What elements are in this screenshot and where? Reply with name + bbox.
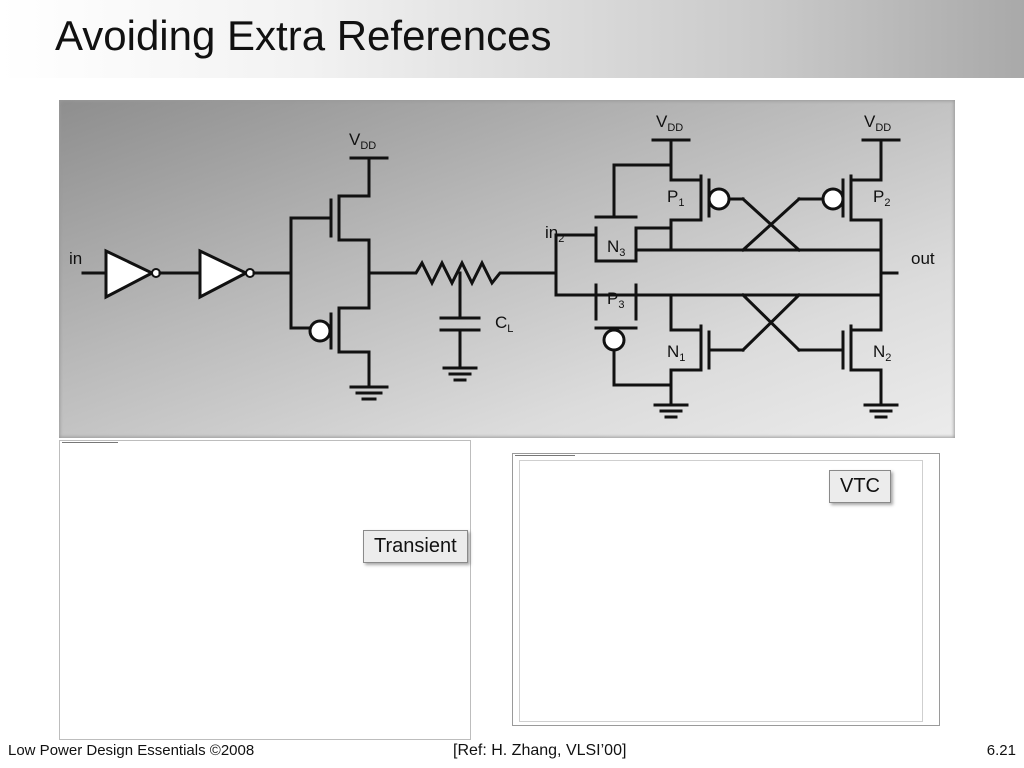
in-label: in [69,249,82,268]
p2-label: P2 [873,187,890,209]
circuit-diagram-panel: in out VDD VDD VDD CL in2 N3 P3 P1 P2 N1… [59,100,955,438]
plot-header-line [62,442,118,446]
n2-label: N2 [873,342,891,364]
pass-gate [554,163,883,387]
slide-number: 6.21 [986,742,1016,759]
vdd-label-driver: VDD [349,130,376,152]
vtc-plot-frame [519,460,923,722]
p3-label: P3 [607,289,624,311]
driver-inverter [289,156,404,401]
cl-label: CL [495,313,513,335]
right-keeper [740,138,901,419]
footer-reference: [Ref: H. Zhang, VLSI’00] [453,742,627,759]
vtc-label: VTC [829,470,891,503]
plot-header-line [515,455,575,459]
title-bar [0,0,1024,78]
transient-plot-area [59,440,471,740]
n1-label: N1 [667,342,685,364]
n3-label: N3 [607,237,625,259]
slide-title: Avoiding Extra References [55,12,552,59]
out-label: out [911,249,935,268]
p1-label: P1 [667,187,684,209]
circuit-schematic: in out VDD VDD VDD CL in2 N3 P3 P1 P2 N1… [69,112,935,419]
in2-label: in2 [545,223,564,245]
input-buffer-chain [81,248,293,300]
footer-course-title: Low Power Design Essentials ©2008 [8,742,255,759]
rc-load [400,259,558,382]
transient-label: Transient [363,530,468,563]
vdd-label-left: VDD [656,112,683,134]
left-keeper [651,138,802,419]
vdd-label-right: VDD [864,112,891,134]
